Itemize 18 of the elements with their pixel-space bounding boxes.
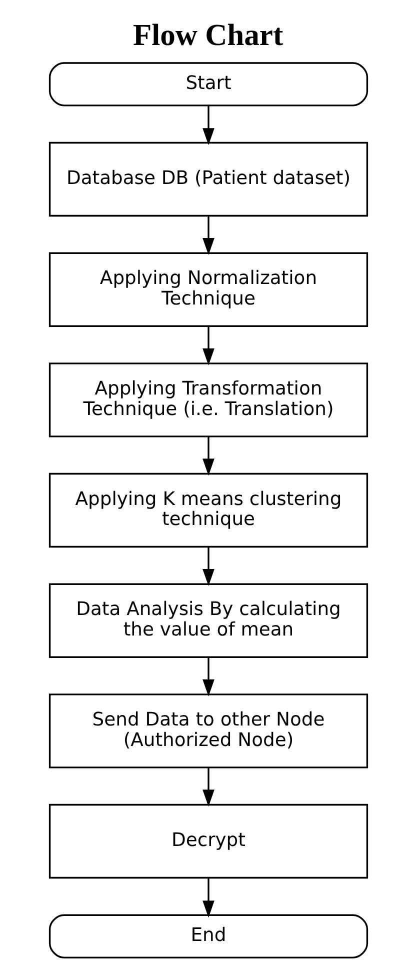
node-box: Decrypt	[48, 804, 368, 879]
node-box: Database DB (Patient dataset)	[48, 142, 368, 217]
node-box: Start	[48, 62, 368, 106]
arrow	[202, 106, 214, 146]
node-box: Applying Transformation Technique (i.e. Translation)	[48, 362, 368, 438]
node-box: Data Analysis By calculating the value of mean	[48, 583, 368, 658]
node-box: Applying K means clustering technique	[48, 472, 368, 548]
arrow	[202, 436, 214, 476]
arrow	[202, 878, 214, 918]
diagram-title: Flow Chart	[132, 18, 284, 52]
arrow	[202, 546, 214, 586]
arrow	[202, 657, 214, 696]
arrow	[202, 326, 214, 366]
arrow	[202, 216, 214, 255]
arrow	[202, 768, 214, 807]
node-box: End	[48, 914, 368, 958]
node-box: Applying Normalization Technique	[48, 252, 368, 327]
node-box: Send Data to other Node (Authorized Node)	[48, 694, 368, 768]
